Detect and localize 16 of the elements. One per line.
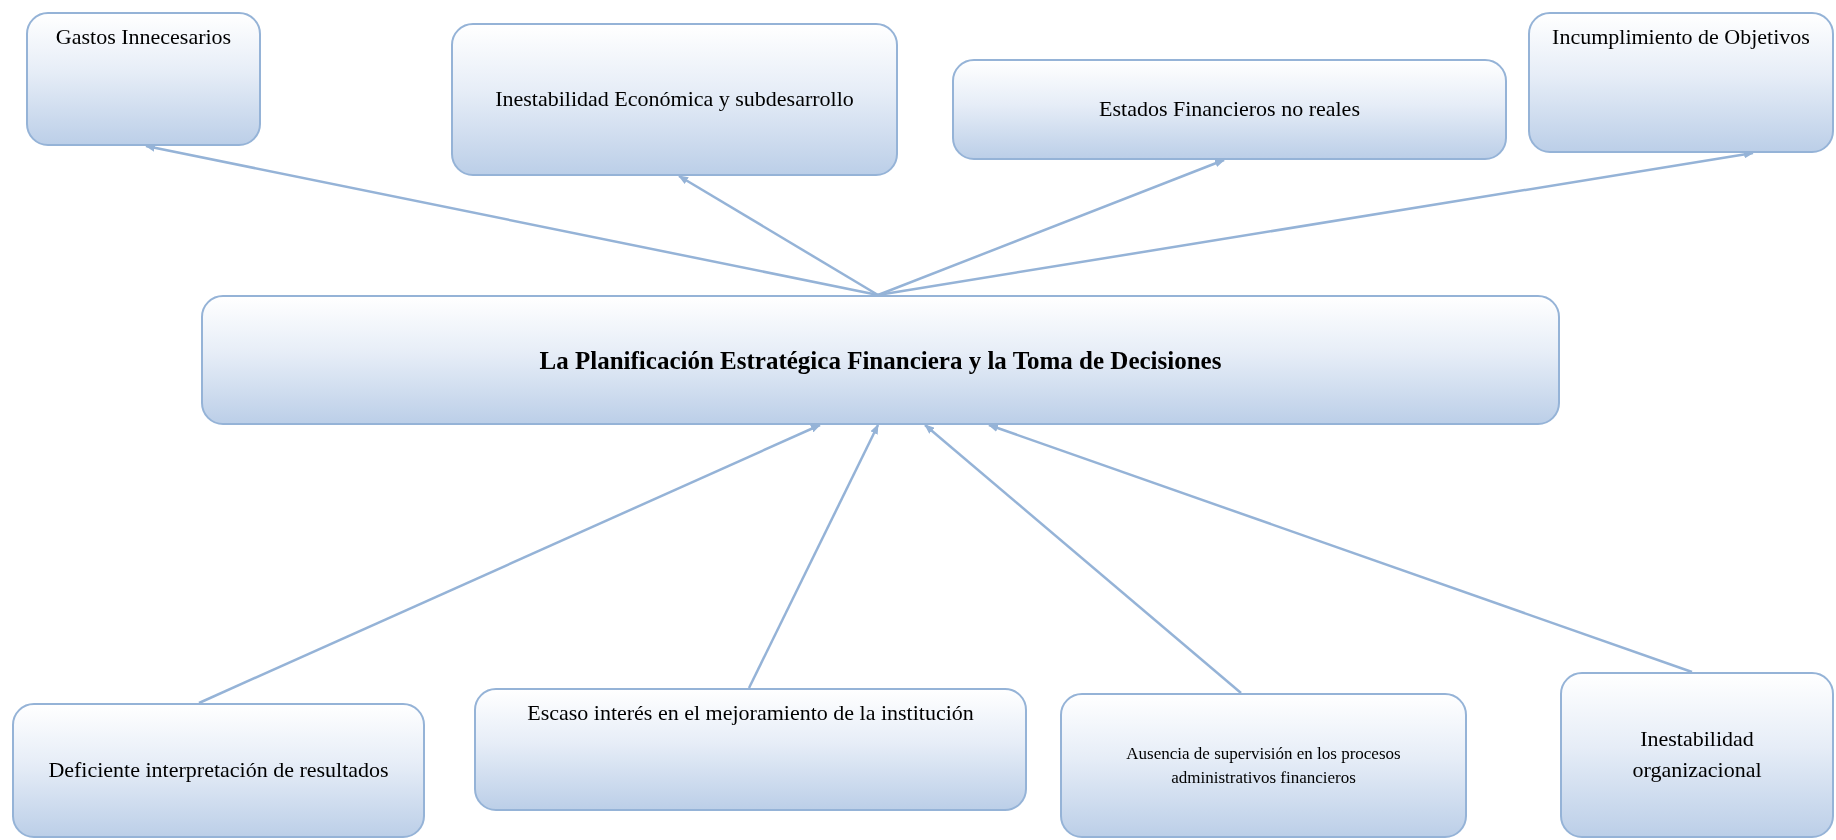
arrow (747, 424, 880, 689)
topic-box: Incumplimiento de Objetivos (1528, 12, 1834, 153)
topic-box: Ausencia de supervisión en los procesos administrativos financieros (1060, 693, 1467, 838)
arrow (877, 150, 1754, 297)
topic-box: Inestabilidad organizacional (1560, 672, 1834, 838)
topic-box: Escaso interés en el mejoramiento de la institución (474, 688, 1027, 811)
topic-box: Deficiente interpretación de resultados (12, 703, 425, 838)
arrow (198, 423, 821, 705)
arrow (988, 423, 1693, 674)
central-topic-box: La Planificación Estratégica Financiera y la Toma de Decisiones (201, 295, 1560, 425)
arrow (678, 174, 879, 297)
arrow (877, 158, 1225, 297)
arrow (924, 424, 1242, 694)
topic-box: Gastos Innecesarios (26, 12, 261, 146)
topic-box: Inestabilidad Económica y subdesarrollo (451, 23, 898, 176)
topic-box: Estados Financieros no reales (952, 59, 1507, 160)
